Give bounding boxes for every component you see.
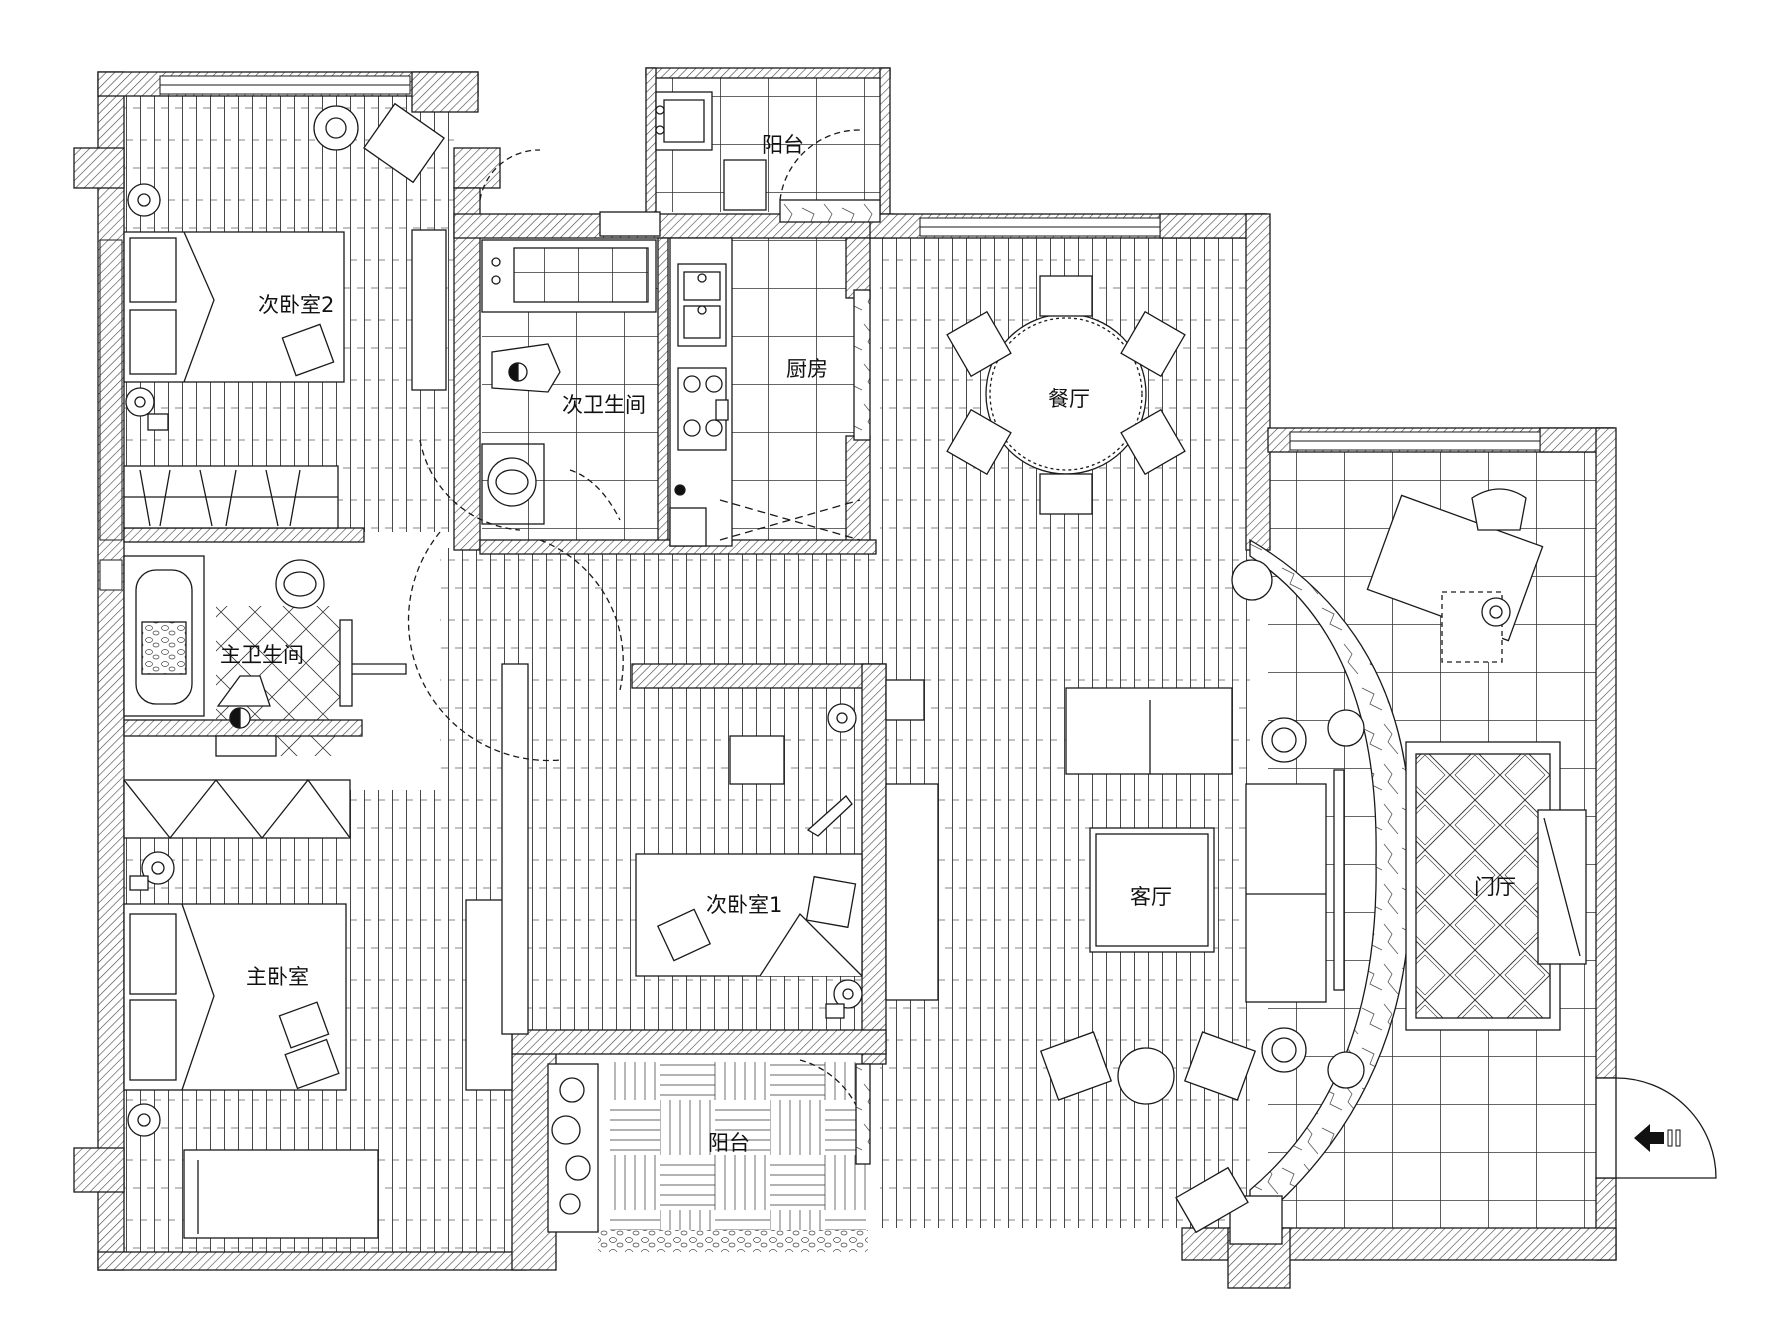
master-bedroom-furniture bbox=[123, 531, 561, 1239]
foyer-furniture bbox=[1366, 488, 1717, 1179]
room-label-balcony-top: 阳台 bbox=[762, 133, 804, 157]
room-label-kitchen: 厨房 bbox=[786, 357, 828, 381]
door-swings bbox=[419, 149, 541, 531]
room-label-bath2: 次卫生间 bbox=[562, 393, 646, 417]
chair bbox=[729, 735, 785, 785]
tv-cabinet bbox=[885, 783, 939, 1001]
kitchen-fixtures bbox=[669, 237, 871, 547]
bedroom2-furniture bbox=[123, 102, 447, 529]
balcony-bottom-plants bbox=[547, 1059, 871, 1233]
master-bath-fixtures bbox=[123, 555, 407, 757]
room-label-balcony-bottom: 阳台 bbox=[708, 1131, 750, 1155]
sofa-side bbox=[1245, 783, 1327, 1003]
living-furniture bbox=[1039, 538, 1412, 1245]
windows bbox=[99, 75, 1541, 591]
room-label-master-bath: 主卫生间 bbox=[220, 643, 304, 667]
dresser bbox=[183, 1149, 379, 1239]
sofa bbox=[1065, 687, 1233, 775]
pillow bbox=[129, 237, 177, 303]
dining-furniture bbox=[946, 275, 1186, 515]
bath2-fixtures bbox=[481, 239, 657, 525]
balcony-top-fixtures bbox=[599, 91, 881, 237]
window-seat bbox=[411, 229, 447, 391]
room-label-bedroom1: 次卧室1 bbox=[706, 893, 782, 917]
room-label-foyer: 门厅 bbox=[1474, 875, 1516, 899]
room-label-master-bedroom: 主卧室 bbox=[246, 965, 309, 989]
room-label-dining: 餐厅 bbox=[1048, 387, 1090, 411]
room-label-bedroom2: 次卧室2 bbox=[258, 293, 334, 317]
arrow-left-icon bbox=[1634, 1124, 1681, 1152]
bedroom1-furniture bbox=[539, 539, 939, 1019]
toilet bbox=[216, 675, 271, 707]
room-label-living: 客厅 bbox=[1130, 885, 1172, 909]
